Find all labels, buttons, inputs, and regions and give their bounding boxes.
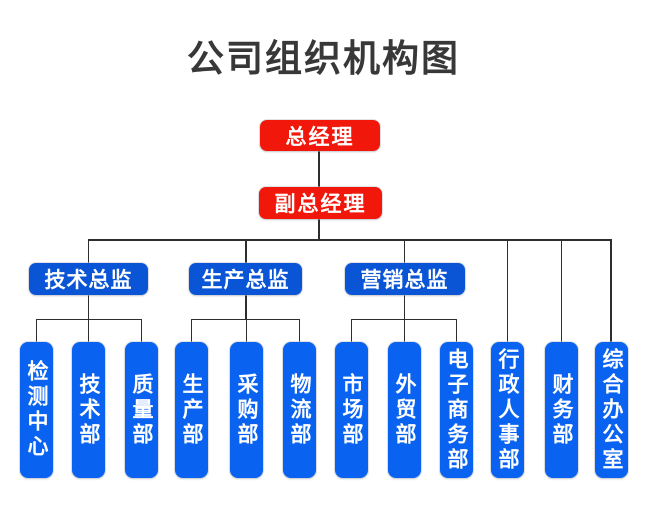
node-label: 财务部	[550, 372, 573, 448]
node-label: 生产总监	[201, 269, 290, 292]
node-label: 技术总监	[44, 269, 133, 292]
node-label: 电子商务部	[445, 347, 468, 473]
node-director-sales-marketing: 营销总监	[344, 263, 465, 295]
connector-line	[298, 319, 301, 343]
connector-line	[87, 294, 90, 320]
node-dept-purchasing: 采购部	[230, 342, 263, 478]
node-general-manager: 总经理	[260, 120, 380, 151]
node-dept-marketing: 市场部	[335, 342, 368, 478]
node-dept-ecommerce: 电子商务部	[440, 342, 473, 478]
node-label: 物流部	[288, 372, 311, 448]
connector-line	[506, 239, 509, 343]
connector-line	[403, 319, 406, 343]
node-label: 采购部	[235, 372, 258, 448]
connector-line	[245, 294, 247, 320]
connector-line	[350, 319, 353, 343]
connector-line	[140, 319, 143, 343]
connector-line	[190, 318, 300, 320]
connector-line	[245, 239, 247, 264]
node-label: 生产部	[180, 372, 203, 448]
node-label: 总经理	[285, 125, 355, 149]
node-dept-general-office: 综合办公室	[595, 342, 628, 478]
connector-line	[403, 294, 406, 320]
connector-line	[455, 319, 458, 343]
node-dept-foreign-trade: 外贸部	[388, 342, 421, 478]
connector-line	[610, 239, 612, 343]
node-dept-logistics: 物流部	[283, 342, 316, 478]
node-dept-technology: 技术部	[72, 342, 105, 478]
connector-line	[318, 150, 320, 188]
node-label: 技术部	[77, 372, 100, 448]
node-dept-finance: 财务部	[545, 342, 578, 478]
connector-line	[87, 239, 90, 264]
node-label: 市场部	[340, 372, 363, 448]
connector-line	[245, 319, 248, 343]
node-label: 外贸部	[393, 372, 416, 448]
node-dept-production: 生产部	[175, 342, 208, 478]
node-director-production: 生产总监	[189, 263, 302, 295]
node-label: 综合办公室	[600, 347, 623, 473]
node-dept-quality: 质量部	[125, 342, 158, 478]
connector-line	[87, 239, 612, 241]
node-deputy-general-manager: 副总经理	[259, 187, 382, 219]
node-dept-admin-hr: 行政人事部	[491, 342, 524, 478]
chart-title: 公司组织机构图	[187, 38, 460, 79]
node-label: 行政人事部	[496, 347, 519, 473]
node-label: 检测中心	[25, 360, 48, 460]
connector-line	[190, 319, 193, 343]
connector-line	[35, 319, 38, 343]
node-dept-testing-center: 检测中心	[20, 342, 53, 478]
node-director-technical: 技术总监	[29, 263, 148, 295]
connector-line	[87, 319, 90, 343]
node-label: 副总经理	[274, 193, 367, 216]
node-label: 质量部	[130, 372, 153, 448]
node-label: 营销总监	[360, 269, 449, 292]
connector-line	[403, 239, 406, 264]
connector-line	[560, 239, 563, 343]
connector-line	[318, 218, 320, 240]
